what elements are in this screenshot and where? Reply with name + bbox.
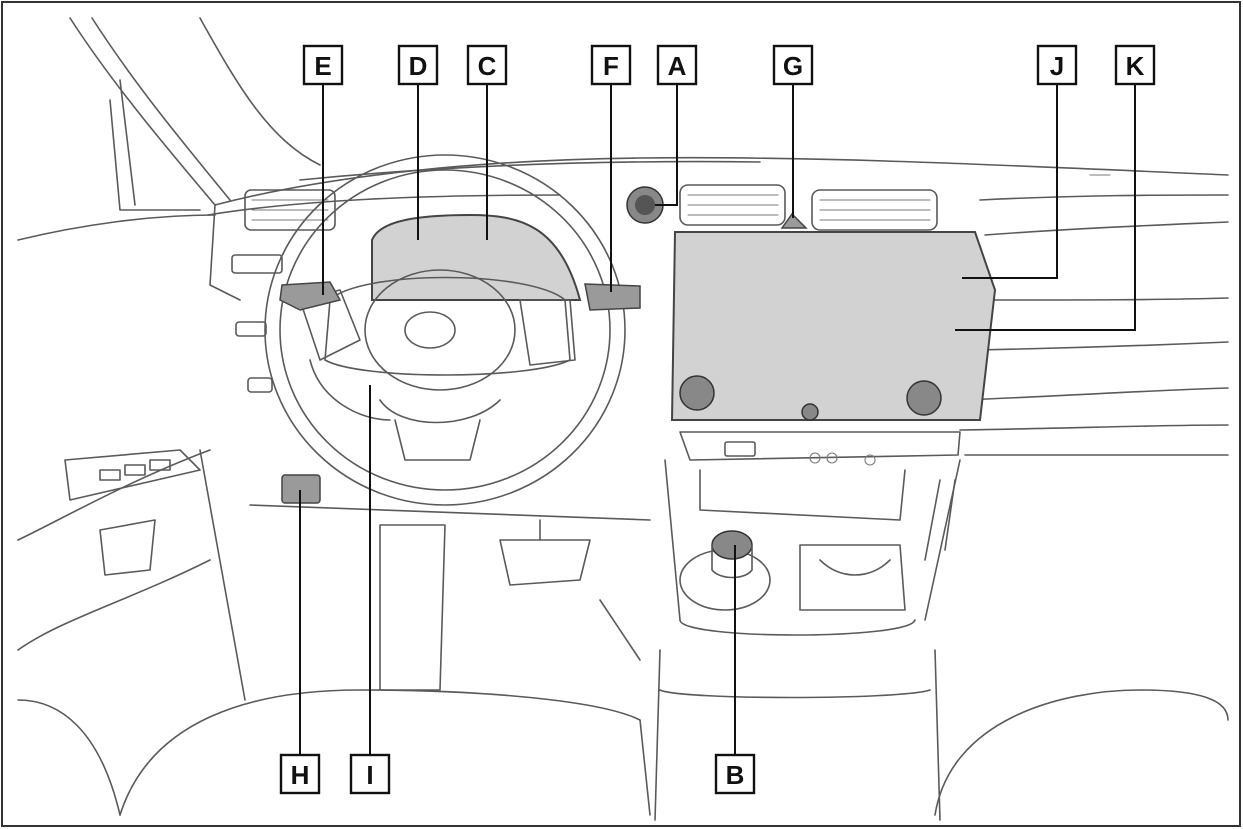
callout-label-G: G [772,44,814,86]
callout-label-H: H [279,753,321,795]
volume-knob [679,375,715,411]
callout-text-B: B [726,760,745,790]
callout-label-D: D [397,44,439,86]
tune-knob [906,380,942,416]
callout-label-K: K [1114,44,1156,86]
left-window-pillar [69,17,321,211]
steering-wheel [264,154,626,506]
callout-label-I: I [349,753,391,795]
shift-dial [679,530,771,611]
instrument-cluster [371,213,582,301]
callout-text-H: H [291,760,310,790]
center-air-vents [679,184,938,231]
floor-pedals [249,474,651,691]
callout-text-K: K [1126,51,1145,81]
callout-label-C: C [466,44,508,86]
callout-label-E: E [302,44,344,86]
center-display [670,231,997,421]
callout-text-J: J [1050,51,1064,81]
callout-text-D: D [409,51,428,81]
center-console [654,431,961,821]
leader-A [655,84,678,206]
callout-label-J: J [1036,44,1078,86]
callout-text-F: F [603,51,619,81]
door-panel [17,214,246,701]
callout-text-I: I [366,760,373,790]
left-lever [279,281,342,311]
callout-text-E: E [314,51,331,81]
leader-K [955,84,1136,331]
callout-leaders [299,84,1136,755]
seats [17,689,1229,816]
callout-text-G: G [783,51,803,81]
callout-text-A: A [668,51,687,81]
right-lever [584,283,641,311]
callout-label-F: F [590,44,632,86]
callout-text-C: C [478,51,497,81]
callout-label-B: B [714,753,756,795]
callout-label-A: A [656,44,698,86]
leader-J [962,84,1058,279]
